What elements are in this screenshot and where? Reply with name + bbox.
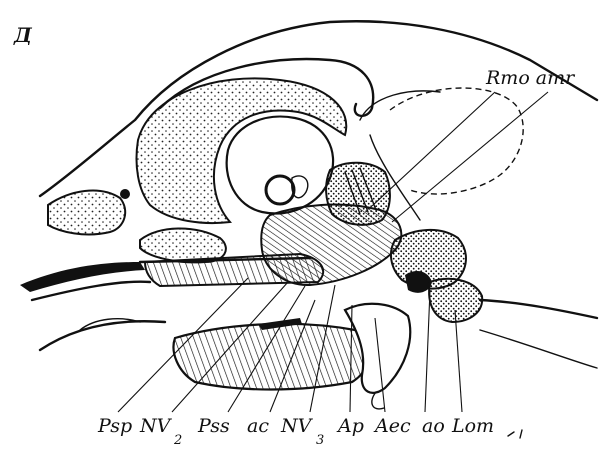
label-lom: Lom [451,415,494,437]
snout-lower [140,228,226,262]
label-aec: Aec [373,415,411,437]
dashed-outline [390,88,523,194]
label-ac: ac [247,415,269,437]
mandible [174,324,369,390]
label-ao: ao [422,415,445,437]
bottom-labels: Psp NV 2 Pss ac NV 3 Ap Aec ao Lom [97,415,494,448]
snout [48,191,125,235]
label-pss: Pss [197,415,230,437]
label-nv3-sub: 3 [316,433,324,448]
label-nv3: NV [280,415,314,437]
rmo-block [326,163,390,225]
label-ap: Ap [336,415,364,437]
eyeball [266,176,294,204]
panel-letter: Д [13,23,33,47]
nostril [120,189,130,199]
label-nv2: NV [139,415,173,437]
label-psp: Psp [97,415,132,437]
label-nv2-sub: 2 [173,433,182,448]
label-rmo-amr: Rmo amr [485,67,576,89]
